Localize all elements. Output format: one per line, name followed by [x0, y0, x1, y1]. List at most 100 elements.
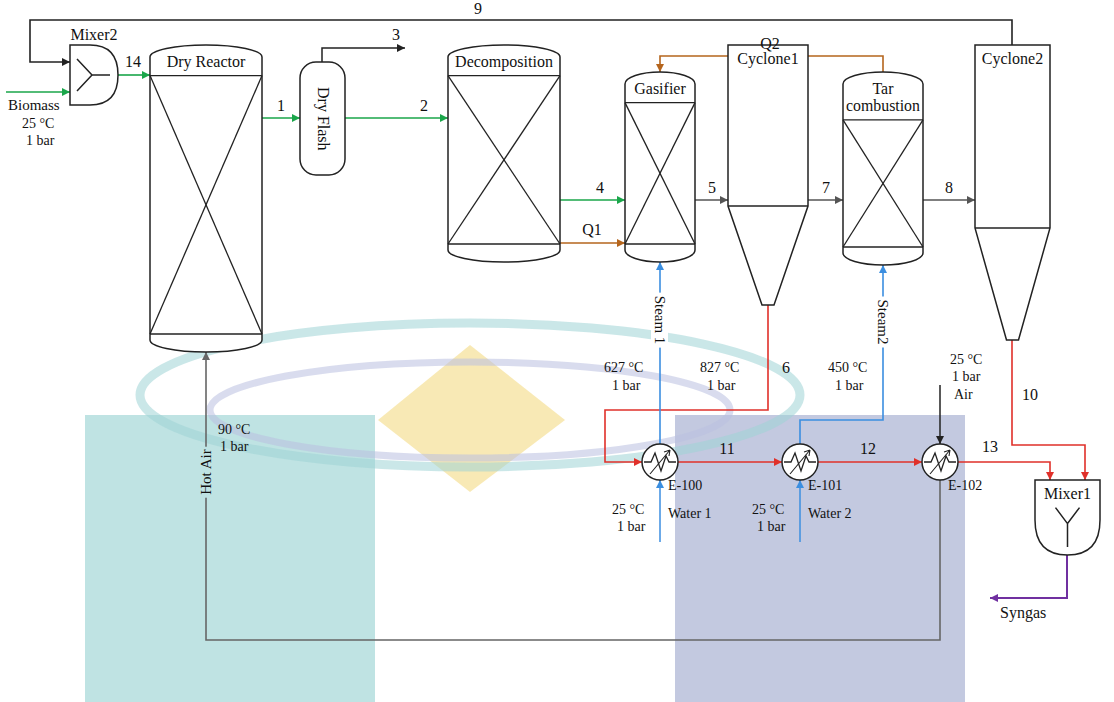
- label-holder: 7: [822, 179, 830, 197]
- label-holder: 11: [719, 440, 734, 458]
- stream-number: 14: [125, 53, 141, 71]
- label-holder: 1 bar: [707, 376, 735, 394]
- stream-line: [560, 199, 625, 201]
- condition-label: 25 °C: [950, 352, 982, 367]
- heat-exchanger: E-100: [642, 444, 678, 480]
- label-holder: 2: [420, 97, 428, 115]
- stream-line: [923, 199, 975, 201]
- process-unit: Dry Flash: [300, 62, 345, 175]
- text-holder: Mixer2: [60, 26, 128, 44]
- heat-exchanger: E-101: [782, 444, 818, 480]
- process-unit: Dry Reactor: [150, 45, 262, 352]
- unit-outline: [782, 444, 818, 480]
- text-holder: Mixer1: [1038, 485, 1097, 503]
- label-holder: 1 bar: [617, 517, 645, 535]
- unit-name: Mixer2: [70, 26, 117, 44]
- unit-outline: [642, 444, 678, 480]
- text-holder: Gasifier: [628, 80, 692, 98]
- condition-label: 1 bar: [612, 378, 640, 393]
- condition-label: 627 °C: [604, 360, 643, 375]
- unit-outline: [975, 45, 1050, 340]
- condition-label: Water 1: [668, 506, 712, 521]
- stream-line: [695, 199, 728, 201]
- condition-label: 3: [392, 26, 400, 44]
- condition-label: 450 °C: [828, 360, 867, 375]
- unit-name: Gasifier: [634, 80, 686, 98]
- stream-number: 11: [719, 440, 734, 458]
- unit-outline: [728, 45, 808, 305]
- process-unit: Cyclone2: [975, 45, 1050, 340]
- bed-line: [843, 246, 923, 247]
- cyclone-seam: [728, 205, 808, 206]
- stream-line: [958, 462, 1050, 480]
- stream-number: 8: [945, 179, 953, 197]
- label-holder: 1 bar: [835, 376, 863, 394]
- label-holder: 10: [1022, 386, 1038, 404]
- label-holder: Steam2: [874, 297, 892, 348]
- stream-line: [678, 461, 782, 463]
- condition-label: 1 bar: [952, 369, 980, 384]
- stream-number: 6: [782, 359, 790, 377]
- stream-number: 4: [596, 179, 604, 197]
- label-holder: 14: [125, 53, 141, 71]
- label-holder: 25 °C: [22, 114, 54, 132]
- label-holder: 25 °C: [612, 500, 644, 518]
- label-holder: Q1: [582, 221, 602, 239]
- label-holder: 1: [277, 97, 285, 115]
- stream-line: [659, 262, 661, 444]
- stream-number: 5: [708, 179, 716, 197]
- label-holder: 1 bar: [612, 376, 640, 394]
- label-holder: 4: [596, 179, 604, 197]
- unit-name: Dry Flash: [314, 87, 332, 151]
- mixer-symbol: [77, 59, 110, 91]
- label-holder: 827 °C: [700, 358, 739, 376]
- unit-name: Cyclone1: [737, 50, 798, 68]
- mixer-unit: Mixer2: [70, 45, 118, 105]
- cyclone-seam: [975, 227, 1050, 228]
- label-holder: 25 °C: [752, 500, 784, 518]
- bed-cross: [843, 120, 923, 247]
- unit-outline: [448, 45, 560, 262]
- bed-line: [150, 333, 262, 334]
- text-holder: Dry Flash: [300, 62, 345, 175]
- stream-number: Q1: [582, 221, 602, 239]
- exchanger-circle: [642, 444, 678, 480]
- unit-name: Decomposition: [455, 53, 553, 71]
- bed-line: [150, 75, 262, 76]
- label-holder: Biomass: [8, 96, 60, 114]
- bed-line: [448, 243, 560, 244]
- stream-line: [605, 305, 768, 462]
- label-holder: 1 bar: [26, 131, 54, 149]
- label-holder: 5: [708, 179, 716, 197]
- label-holder: 450 °C: [828, 358, 867, 376]
- stream-number: 9: [474, 0, 482, 18]
- label-holder: 3: [392, 26, 400, 44]
- label-holder: 9: [474, 0, 482, 18]
- label-holder: Water 1: [668, 504, 712, 522]
- label-holder: 25 °C: [950, 350, 982, 368]
- water-stream: [659, 480, 661, 542]
- stream-line: [818, 461, 922, 463]
- label-holder: 627 °C: [604, 358, 643, 376]
- text-holder: Cyclone1: [731, 50, 805, 68]
- condition-label: 25 °C: [612, 502, 644, 517]
- unit-name: E-100: [668, 478, 702, 493]
- label-holder: 8: [945, 179, 953, 197]
- unit-name: Cyclone2: [982, 50, 1043, 68]
- process-unit: Gasifier: [625, 72, 695, 262]
- label-holder: Water 2: [808, 504, 852, 522]
- exchanger-circle: [922, 444, 958, 480]
- bed-cross: [625, 103, 695, 244]
- condition-label: Air: [954, 387, 973, 402]
- exchanger-arrow: [930, 450, 950, 474]
- label-holder: 1 bar: [952, 367, 980, 385]
- label-holder: Air: [954, 385, 973, 403]
- feed-stream: [6, 91, 70, 93]
- bed-cross: [448, 76, 560, 244]
- stream-number: 2: [420, 97, 428, 115]
- process-unit: Tar combustion: [843, 72, 923, 265]
- label-holder: 12: [860, 440, 876, 458]
- stream-line: [560, 242, 625, 244]
- stream-line: [118, 74, 150, 76]
